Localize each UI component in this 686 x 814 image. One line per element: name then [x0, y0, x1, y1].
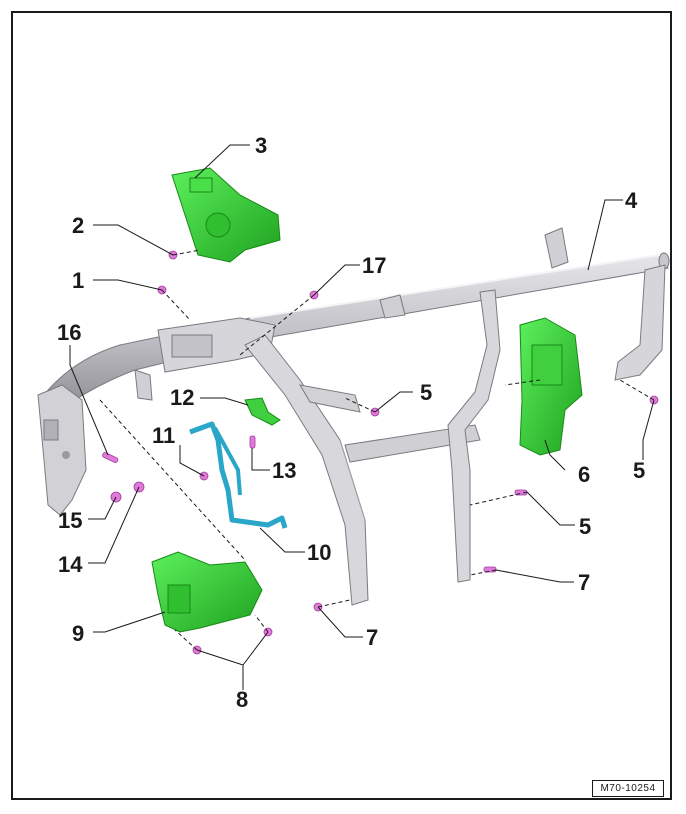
figure-reference-code: M70-10254 [592, 780, 664, 797]
center-strut-left [244, 334, 369, 606]
callout-6: 6 [578, 462, 590, 487]
callout-5-lower: 5 [579, 514, 591, 539]
steering-column-bracket [134, 317, 276, 401]
center-strut-right [447, 289, 501, 583]
callout-5-upper: 5 [420, 380, 432, 405]
callout-5-right: 5 [633, 458, 645, 483]
callout-16: 16 [57, 320, 81, 345]
center-tunnel-brace [299, 384, 481, 463]
callouts: 1 2 3 4 17 16 5 12 11 13 5 6 15 5 10 14 … [57, 133, 645, 712]
beam-top-tab [379, 227, 569, 319]
callout-14: 14 [58, 552, 83, 577]
callout-1: 1 [72, 268, 84, 293]
callout-7-left: 7 [366, 625, 378, 650]
green-bracket-9 [151, 551, 263, 633]
callout-2: 2 [72, 213, 84, 238]
blue-brace-10 [189, 421, 288, 529]
callout-15: 15 [58, 508, 82, 533]
leader-lines [69, 144, 655, 690]
left-side-mount [37, 384, 87, 516]
green-bracket-12 [244, 397, 281, 426]
callout-11: 11 [152, 423, 175, 448]
callout-12: 12 [170, 385, 194, 410]
callout-10: 10 [307, 540, 331, 565]
callout-17: 17 [362, 253, 386, 278]
right-end-bracket [614, 264, 666, 381]
callout-9: 9 [72, 621, 84, 646]
callout-4: 4 [625, 188, 638, 213]
green-bracket-3 [171, 167, 281, 263]
callout-8: 8 [236, 687, 248, 712]
drawing-frame [11, 11, 672, 800]
callout-3: 3 [255, 133, 267, 158]
assembly-dashes [99, 249, 655, 651]
callout-13: 13 [272, 458, 296, 483]
callout-7-right: 7 [578, 570, 590, 595]
green-bracket-6 [519, 317, 583, 456]
